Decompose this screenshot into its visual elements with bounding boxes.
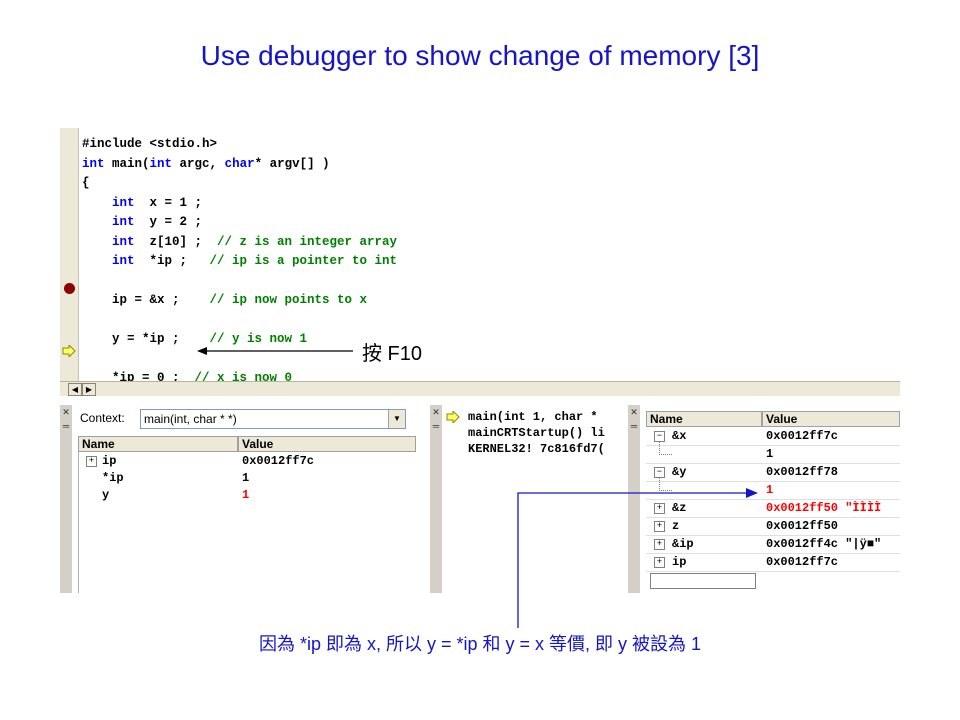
expand-icon[interactable]: + <box>86 456 97 467</box>
expand-icon[interactable]: + <box>654 521 665 532</box>
keyword-token: int <box>82 195 135 210</box>
keyword-token: int <box>82 254 135 268</box>
watch-row-name[interactable]: &z <box>672 501 687 515</box>
locals-row-name[interactable]: *ip <box>102 471 124 485</box>
locals-row-value[interactable]: 0x0012ff7c <box>242 454 315 468</box>
scroll-left-icon[interactable]: ◀ <box>68 383 82 396</box>
locals-row-value[interactable]: 1 <box>242 488 250 502</box>
variables-pane-bar: ✕ ═ <box>60 405 72 593</box>
keyword-token: int <box>82 156 105 171</box>
breakpoint-icon[interactable] <box>64 283 75 294</box>
code-editor[interactable]: #include <stdio.h>int main(int argc, cha… <box>60 128 900 386</box>
callstack-pane-bar: ✕ ═ <box>430 405 442 593</box>
locals-row-name[interactable]: y <box>102 488 110 502</box>
keyword-token: int <box>149 156 173 171</box>
watch-row-value[interactable]: 0x0012ff78 <box>766 465 839 479</box>
context-select[interactable]: main(int, char * *) ▼ <box>140 409 406 429</box>
pin-icon[interactable]: ═ <box>432 421 440 431</box>
code-token: ip = &x ; <box>82 293 210 307</box>
watch-row-value[interactable]: 0x0012ff7c <box>766 429 839 443</box>
slide-title: Use debugger to show change of memory [3… <box>200 40 760 71</box>
watch-row-name[interactable]: z <box>672 519 680 533</box>
watch-row-name[interactable]: &x <box>672 429 687 443</box>
code-token: y = *ip ; <box>82 332 210 346</box>
code-token: { <box>82 176 90 190</box>
context-value: main(int, char * *) <box>144 412 237 426</box>
code-token: *ip ; <box>134 254 210 268</box>
comment-token: // ip now points to x <box>209 293 368 307</box>
annotation-arrow <box>197 347 353 355</box>
callstack-pane: ✕ ═ main(int 1, char * mainCRTStartup() l… <box>430 405 616 593</box>
tree-connector <box>659 442 672 455</box>
callstack-frame[interactable]: KERNEL32! 7c816fd7( <box>468 442 605 456</box>
code-line[interactable]: int main(int argc, char* argv[] ) <box>82 157 330 171</box>
tree-connector <box>659 478 672 491</box>
pin-icon[interactable]: ═ <box>62 421 70 431</box>
watch-row-value[interactable]: 0x0012ff7c <box>766 555 839 569</box>
pin-icon[interactable]: ═ <box>630 421 638 431</box>
code-token: main( <box>104 156 150 171</box>
comment-token: // ip is a pointer to int <box>209 254 398 268</box>
callstack-frame[interactable]: mainCRTStartup() li <box>468 426 605 440</box>
editor-horizontal-scrollbar[interactable]: ◀ ▶ <box>60 381 900 396</box>
variables-pane: ✕ ═ Context: main(int, char * *) ▼ Name … <box>60 405 418 593</box>
code-line[interactable]: { <box>82 176 90 190</box>
expand-icon[interactable]: + <box>654 503 665 514</box>
code-token: argc, <box>172 156 225 171</box>
code-token: z[10] ; <box>134 234 218 249</box>
code-line[interactable]: ip = &x ; // ip now points to x <box>82 293 367 307</box>
locals-col-name[interactable]: Name <box>78 436 238 452</box>
code-token: x = 1 ; <box>134 195 203 210</box>
comment-token: // y is now 1 <box>209 332 308 346</box>
locals-row-name[interactable]: ip <box>102 454 117 468</box>
press-f10-label: 按 F10 <box>362 343 423 365</box>
code-line[interactable]: int *ip ; // ip is a pointer to int <box>82 254 397 268</box>
locals-col-value[interactable]: Value <box>238 436 416 452</box>
collapse-icon[interactable]: − <box>654 467 665 478</box>
watch-row-value[interactable]: 0x0012ff50 <box>766 519 839 533</box>
watch-row-value[interactable]: 0x0012ff4c "|ÿ■" <box>766 537 882 551</box>
watch-row-name[interactable]: ip <box>672 555 687 569</box>
collapse-icon[interactable]: − <box>654 431 665 442</box>
watch-row-name[interactable]: &ip <box>672 537 694 551</box>
keyword-token: int <box>82 215 135 229</box>
new-watch-input[interactable] <box>650 573 756 589</box>
close-icon[interactable]: ✕ <box>432 407 440 417</box>
code-line[interactable]: int y = 2 ; <box>82 215 202 229</box>
code-token: * argv[] ) <box>254 156 330 171</box>
code-line[interactable]: y = *ip ; // y is now 1 <box>82 332 307 346</box>
current-frame-arrow-icon <box>446 411 460 423</box>
expand-icon[interactable]: + <box>654 557 665 568</box>
editor-gutter[interactable] <box>60 128 79 386</box>
code-line[interactable]: #include <stdio.h> <box>82 137 217 151</box>
watch-row-value[interactable]: 0x0012ff50 "ÌÌÌÌ <box>766 501 882 515</box>
watch-col-name[interactable]: Name <box>646 411 762 427</box>
context-label: Context: <box>80 411 125 425</box>
callstack-frame[interactable]: main(int 1, char * <box>468 410 598 424</box>
caption-connector <box>517 488 758 628</box>
code-token: #include <stdio.h> <box>82 137 218 151</box>
watch-col-value[interactable]: Value <box>762 411 900 427</box>
watch-pane-bar: ✕ ═ <box>628 405 640 593</box>
code-line[interactable]: int z[10] ; // z is an integer array <box>82 235 397 249</box>
code-token: y = 2 ; <box>134 215 203 229</box>
watch-row-value[interactable]: 1 <box>766 483 774 497</box>
current-line-arrow-icon <box>62 345 76 357</box>
expand-icon[interactable]: + <box>654 539 665 550</box>
close-icon[interactable]: ✕ <box>630 407 638 417</box>
scroll-right-icon[interactable]: ▶ <box>82 383 96 396</box>
keyword-token: int <box>82 234 135 249</box>
comment-token: // z is an integer array <box>217 234 398 249</box>
code-line[interactable]: int x = 1 ; <box>82 196 202 210</box>
chevron-down-icon[interactable]: ▼ <box>388 410 405 428</box>
keyword-token: char <box>224 156 255 171</box>
watch-row-value[interactable]: 1 <box>766 447 774 461</box>
watch-row-name[interactable]: &y <box>672 465 687 479</box>
close-icon[interactable]: ✕ <box>62 407 70 417</box>
locals-row-value[interactable]: 1 <box>242 471 250 485</box>
explanation-caption: 因為 *ip 即為 x, 所以 y = *ip 和 y = x 等價, 即 y … <box>258 634 702 654</box>
